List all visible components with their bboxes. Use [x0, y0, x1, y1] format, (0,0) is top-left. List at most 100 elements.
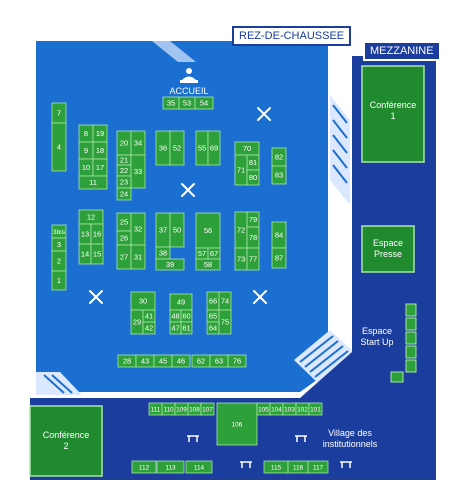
press-area-room: [361, 225, 415, 273]
stand-113: [156, 460, 185, 474]
stand-label: 66: [209, 297, 217, 306]
stand-label: 42: [145, 324, 153, 333]
stand-label: 117: [313, 465, 324, 472]
stand-52: [169, 130, 185, 166]
stand-label: 76: [233, 357, 241, 366]
stairs-top: [152, 41, 196, 62]
stand-label: 55: [198, 144, 206, 153]
stand-label: 45: [159, 357, 167, 366]
stand-label: 74: [221, 297, 229, 306]
startup-area-label: Espace Start Up: [360, 326, 394, 347]
stand-33: [130, 154, 146, 189]
stand-42: [142, 321, 156, 335]
stand-label: 17: [96, 163, 104, 172]
conference-1-label: Conférence 1: [369, 100, 417, 121]
stand-80: [246, 169, 260, 186]
stand-50: [169, 212, 185, 248]
stand-87: [271, 247, 287, 269]
stand-label: 31: [134, 253, 142, 262]
stand-label: 48: [171, 312, 179, 321]
stand-label: 60: [182, 312, 190, 321]
stand-label: 54: [200, 99, 208, 108]
seating-icon: [187, 435, 352, 468]
stand-label: 104: [271, 407, 282, 414]
stand-label: 81: [249, 158, 257, 167]
stand-83: [271, 165, 287, 185]
stand-label: 12: [87, 213, 95, 222]
stand-label: 8: [84, 129, 88, 138]
stand-label: 102: [297, 407, 308, 414]
reception-label: ACCUEIL: [169, 86, 208, 96]
stand-101: [308, 402, 323, 416]
stand-label: 103: [284, 407, 295, 414]
press-area-label: Espace Presse: [372, 238, 404, 259]
mezzanine-label: MEZZANINE: [363, 41, 441, 61]
stand-11: [78, 175, 108, 190]
stand-61: [180, 321, 193, 335]
stand-106: [216, 402, 258, 446]
stand-label: 58: [204, 260, 212, 269]
stand-label: 10: [82, 163, 90, 172]
stand-label: 33: [134, 167, 142, 176]
mezzanine-corridor: [30, 56, 436, 480]
person-desk-icon: [180, 68, 198, 83]
stand-label: 56: [204, 226, 212, 235]
stand-label: 30: [139, 297, 147, 306]
stand-label: 69: [210, 144, 218, 153]
stand-label: 114: [194, 465, 205, 472]
stand-label: 50: [173, 226, 181, 235]
stand-4: [51, 122, 67, 172]
stand-label: 105: [258, 407, 269, 414]
stand-label: 64: [209, 324, 217, 333]
stand-label: 3bis: [53, 229, 66, 236]
stand-label: 109: [176, 407, 187, 414]
stand-75: [218, 309, 232, 335]
stand-label: 80: [249, 173, 257, 182]
stand-label: 108: [189, 407, 200, 414]
stand-label: 79: [249, 215, 257, 224]
stand-label: 22: [120, 166, 128, 175]
stand-label: 57: [198, 249, 206, 258]
stand-label: 29: [133, 318, 141, 327]
stand-label: 7: [57, 109, 61, 118]
stand-label: 28: [123, 357, 131, 366]
stand-label: 41: [145, 312, 153, 321]
stand-label: 116: [293, 465, 304, 472]
stand-label: 87: [275, 254, 283, 263]
stand-label: 70: [243, 144, 251, 153]
stand-label: 112: [139, 465, 150, 472]
stand-label: 84: [275, 231, 283, 240]
stand-label: 18: [96, 146, 104, 155]
stand-76: [227, 354, 247, 368]
stand-54: [194, 96, 214, 110]
stand-label: 65: [209, 312, 217, 321]
stand-114: [185, 460, 213, 474]
stand-label: 111: [151, 407, 161, 414]
stand-label: 83: [275, 171, 283, 180]
stand-label: 101: [310, 407, 321, 414]
stand-label: 26: [120, 234, 128, 243]
stand-label: 39: [166, 260, 174, 269]
stand-label: 53: [183, 99, 191, 108]
stand-31: [130, 244, 146, 270]
stand-label: 25: [120, 218, 128, 227]
stand-label: 113: [165, 465, 176, 472]
startup-stands: [390, 303, 417, 383]
stand-label: 14: [81, 250, 89, 259]
stand-69: [207, 130, 221, 166]
stand-58: [195, 258, 221, 271]
stand-label: 9: [84, 146, 88, 155]
stand-39: [155, 258, 185, 271]
stand-77: [246, 247, 260, 271]
stand-label: 24: [120, 190, 128, 199]
stand-label: 52: [173, 144, 181, 153]
stand-label: 72: [237, 226, 245, 235]
stand-label: 35: [167, 99, 175, 108]
stand-label: 47: [171, 324, 179, 333]
stand-label: 115: [271, 465, 282, 472]
stand-label: 78: [249, 233, 257, 242]
stand-label: 20: [120, 139, 128, 148]
stand-1: [51, 270, 67, 291]
